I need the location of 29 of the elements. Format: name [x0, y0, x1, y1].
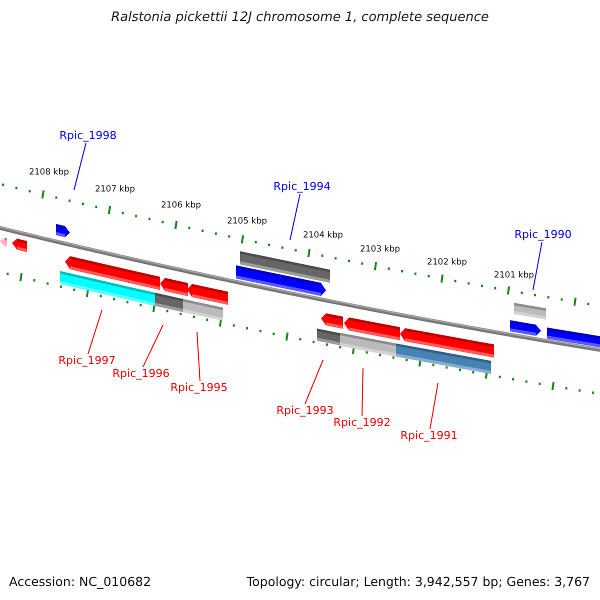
gene-label: Rpic_1997 [58, 354, 116, 368]
scale-label: 2102 kbp [426, 258, 468, 268]
scale-label: 2107 kbp [94, 185, 136, 195]
gene-label: Rpic_1998 [59, 130, 117, 142]
gene-label: Rpic_1990 [514, 228, 572, 242]
gene-label: Rpic_1993 [276, 404, 334, 418]
leader-line [532, 242, 542, 290]
title: Ralstonia pickettii 12J chromosome 1, complete sequence [111, 10, 489, 26]
scale-label: 2101 kbp [494, 271, 534, 281]
scale-label: 2104 kbp [302, 231, 344, 241]
gene-label: Rpic_1991 [400, 430, 458, 442]
genome-info-text: Topology: circular; Length: 3,942,557 bp; Genes: 3,767 [246, 575, 590, 589]
scale-label: 2106 kbp [160, 201, 202, 211]
gene-label: Rpic_1995 [170, 382, 228, 394]
scale-label: 2105 kbp [226, 217, 268, 227]
accession-text: Accession: NC_010682 [9, 575, 152, 589]
gene-label: Rpic_1996 [112, 368, 170, 380]
leader-line [196, 332, 200, 382]
leader-line [304, 360, 324, 404]
leader-line [430, 382, 438, 430]
scale-label: 2108 kbp [28, 168, 70, 178]
gene-label: Rpic_1994 [273, 180, 331, 194]
leader-line [88, 310, 102, 354]
leader-line [142, 324, 164, 368]
leader-line [362, 368, 364, 416]
leader-line [74, 142, 86, 190]
scale-label: 2103 kbp [360, 245, 400, 255]
gene-label: Rpic_1992 [333, 416, 391, 430]
leader-line [290, 194, 300, 240]
